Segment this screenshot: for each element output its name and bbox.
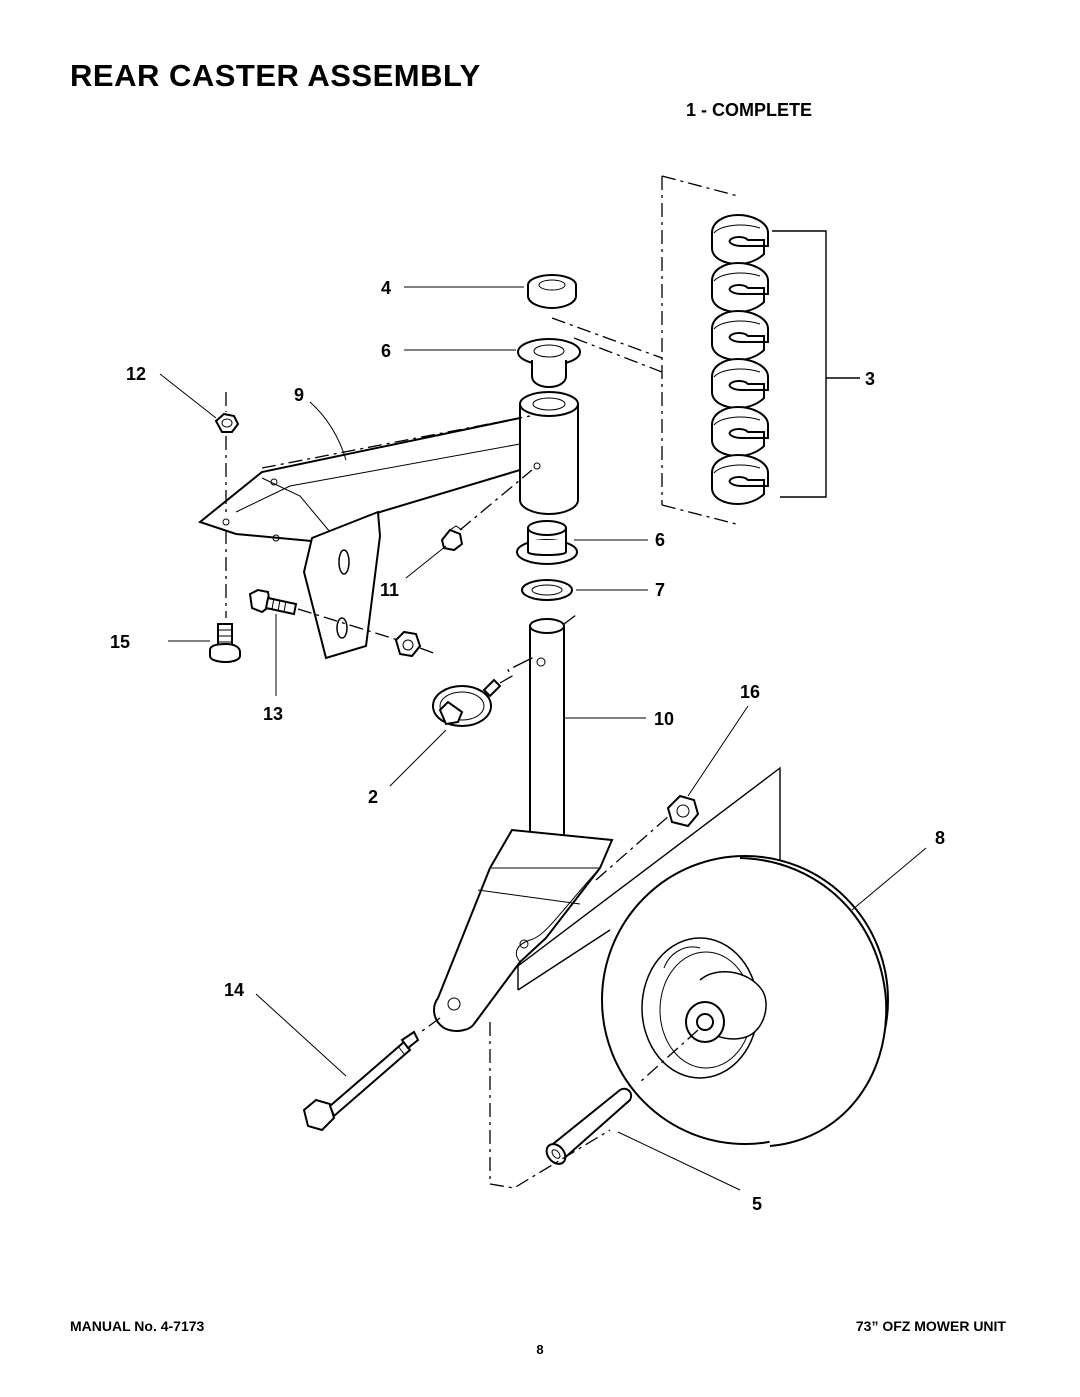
- callout-16: 16: [740, 682, 760, 702]
- callout-9: 9: [294, 385, 304, 405]
- callout-15: 15: [110, 632, 130, 652]
- page-title: REAR CASTER ASSEMBLY: [70, 58, 481, 93]
- lock-nut-top: [214, 412, 240, 433]
- spacer-washer: [711, 405, 769, 458]
- callout-4: 4: [381, 278, 391, 298]
- thrust-washer: [521, 579, 573, 601]
- callout-11: 11: [380, 580, 399, 600]
- lock-nut-side: [394, 630, 422, 658]
- callout-12: 12: [126, 364, 146, 384]
- callout-8: 8: [935, 828, 945, 848]
- callout-2: 2: [368, 787, 378, 807]
- wheel-tire: [601, 855, 889, 1147]
- assembly-subtitle: 1 - COMPLETE: [686, 100, 813, 120]
- callout-10: 10: [654, 709, 674, 729]
- spacer-washer: [711, 357, 769, 410]
- hitch-pin: [432, 678, 502, 727]
- callout-13: 13: [263, 704, 283, 724]
- flanged-bushing-bottom: [516, 520, 578, 565]
- spacer-washer: [711, 213, 769, 266]
- product-name: 73” OFZ MOWER UNIT: [855, 1318, 1006, 1334]
- hex-bolt: [248, 588, 298, 616]
- long-axle-bolt: [302, 1030, 420, 1132]
- top-bushing: [527, 274, 577, 310]
- callout-5: 5: [752, 1194, 762, 1214]
- spacer-washer: [711, 261, 769, 314]
- page-number: 8: [536, 1342, 544, 1357]
- flanged-bushing-top: [517, 338, 581, 389]
- callout-6-top: 6: [381, 341, 391, 361]
- callout-14: 14: [224, 980, 244, 1000]
- spacer-washer: [711, 309, 769, 362]
- callout-6-bottom: 6: [655, 530, 665, 550]
- spacer-washer-stack: [711, 213, 769, 506]
- spacer-washer: [711, 453, 769, 506]
- callout-3: 3: [865, 369, 875, 389]
- caster-arm: [197, 391, 579, 660]
- callout-7: 7: [655, 580, 665, 600]
- manual-number: MANUAL No. 4-7173: [70, 1318, 205, 1334]
- axle-nut: [666, 794, 700, 828]
- caster-exploded-diagram: 4 6 12 9 3 6 11 7 15 16 13 10 2 8 14 5: [110, 175, 945, 1214]
- carriage-bolt: [209, 623, 241, 664]
- axle-spacer: [545, 1087, 632, 1165]
- caster-fork: [433, 618, 614, 1032]
